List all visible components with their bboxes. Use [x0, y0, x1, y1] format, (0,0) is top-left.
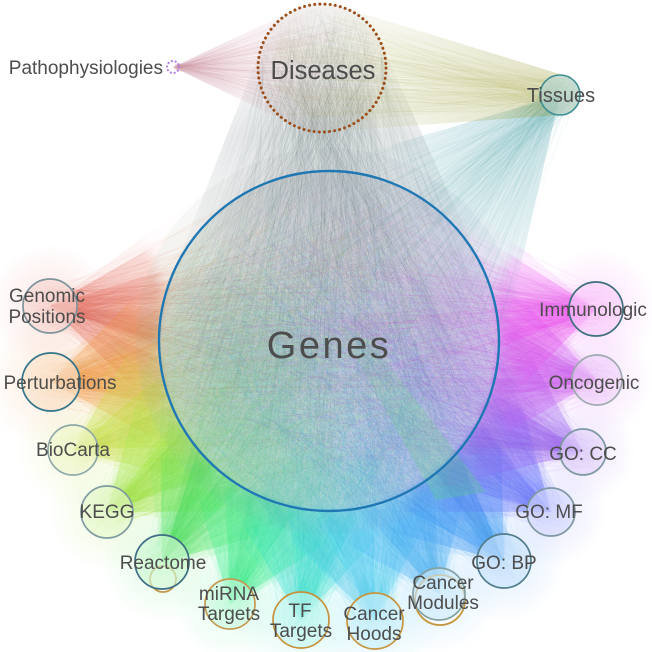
- svg-text:Cancer: Cancer: [412, 573, 474, 594]
- svg-text:Diseases: Diseases: [271, 57, 376, 85]
- svg-text:Modules: Modules: [407, 593, 479, 614]
- svg-text:Immunologic: Immunologic: [539, 300, 647, 321]
- svg-text:Targets: Targets: [198, 604, 260, 625]
- svg-text:Positions: Positions: [8, 307, 85, 328]
- svg-text:Hoods: Hoods: [347, 624, 402, 645]
- svg-text:TF: TF: [288, 601, 311, 622]
- svg-text:Genomic: Genomic: [9, 286, 85, 307]
- svg-text:Genes: Genes: [267, 325, 391, 367]
- svg-text:GO: CC: GO: CC: [549, 444, 617, 465]
- svg-text:GO: MF: GO: MF: [515, 502, 583, 523]
- svg-text:Targets: Targets: [270, 621, 332, 642]
- svg-text:Reactome: Reactome: [120, 553, 207, 574]
- svg-text:miRNA: miRNA: [199, 584, 259, 605]
- svg-text:Pathophysiologies: Pathophysiologies: [9, 58, 163, 79]
- svg-text:GO: BP: GO: BP: [471, 553, 536, 574]
- svg-text:KEGG: KEGG: [80, 502, 135, 523]
- svg-text:Cancer: Cancer: [343, 604, 405, 625]
- svg-text:Tissues: Tissues: [527, 85, 595, 107]
- svg-text:Oncogenic: Oncogenic: [549, 373, 640, 394]
- svg-text:Perturbations: Perturbations: [3, 373, 116, 394]
- svg-text:BioCarta: BioCarta: [36, 440, 110, 461]
